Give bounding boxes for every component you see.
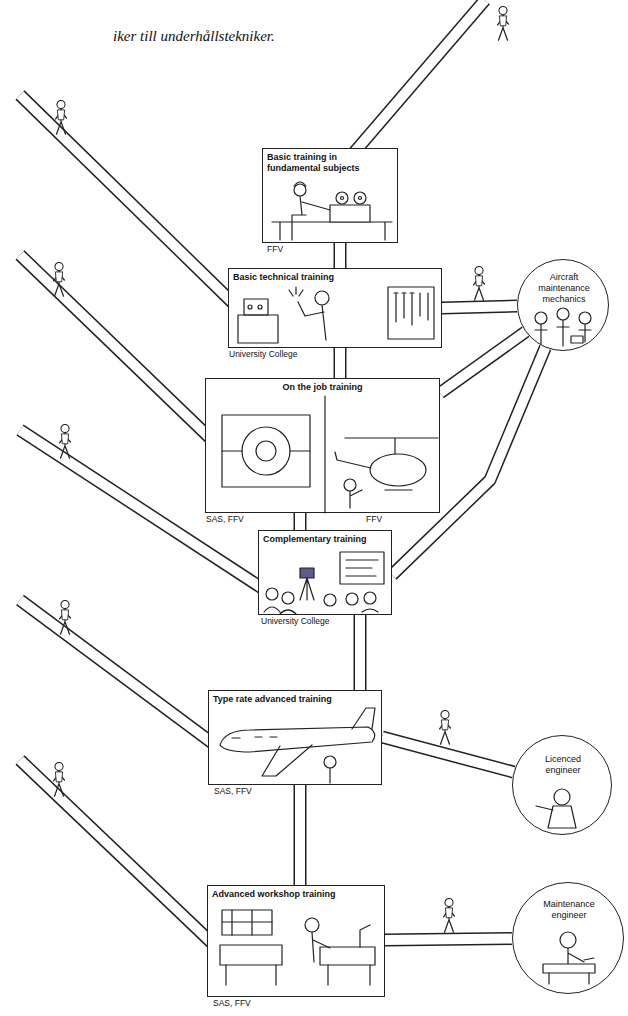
road-connector bbox=[340, 348, 341, 378]
engineer-figure bbox=[536, 789, 576, 828]
provider-label: University College bbox=[261, 616, 330, 626]
road-connector bbox=[300, 785, 301, 885]
provider-label: FFV bbox=[267, 244, 283, 254]
training-box: Type rate advanced trainingSAS, FFV bbox=[208, 690, 382, 785]
desk-engineer-figure bbox=[543, 932, 595, 984]
box-heading: Complementary training bbox=[263, 534, 387, 545]
role-label: Licenced engineer bbox=[528, 754, 598, 776]
road-line bbox=[295, 513, 305, 530]
outcome-circle: Licenced engineer bbox=[512, 735, 612, 835]
road-connector bbox=[382, 737, 514, 772]
airplane-scene bbox=[220, 708, 375, 783]
role-label: Maintenance engineer bbox=[529, 899, 609, 921]
road-line bbox=[440, 332, 526, 393]
training-box: On the job trainingSAS, FFVFFV bbox=[205, 378, 440, 513]
box-heading: Type rate advanced training bbox=[213, 694, 377, 705]
provider-label: SAS, FFV bbox=[206, 514, 244, 524]
provider-label: University College bbox=[229, 349, 298, 359]
classroom-scene bbox=[264, 552, 384, 614]
road-line bbox=[442, 306, 517, 308]
road-line bbox=[334, 243, 347, 268]
outcome-circle: Aircraft maintenance mechanics bbox=[517, 259, 609, 351]
box-heading: On the job training bbox=[210, 382, 435, 393]
road-line bbox=[440, 332, 526, 393]
engine-helicopter-scene bbox=[222, 396, 438, 513]
walking-figure bbox=[54, 6, 509, 932]
outcome-circle: Maintenance engineer bbox=[512, 882, 624, 994]
workshop-scene bbox=[238, 287, 434, 343]
road-line bbox=[385, 939, 512, 940]
road-connector bbox=[340, 243, 341, 268]
road-line bbox=[382, 737, 514, 772]
road-line bbox=[334, 348, 347, 378]
provider-label: FFV bbox=[366, 514, 382, 524]
training-box: Advanced workshop trainingSAS, FFV bbox=[207, 885, 385, 997]
road-line bbox=[335, 243, 345, 268]
road-line bbox=[354, 615, 367, 690]
road-line bbox=[335, 348, 345, 378]
box-heading: Basic training in fundamental subjects bbox=[267, 152, 393, 174]
box-heading: Advanced workshop training bbox=[212, 889, 380, 900]
road-connector bbox=[385, 939, 512, 940]
training-box: Basic training in fundamental subjectsFF… bbox=[262, 148, 398, 243]
road-line bbox=[294, 513, 307, 530]
workshop-bench-scene bbox=[220, 910, 375, 985]
road-connector bbox=[440, 332, 526, 393]
box-ground bbox=[205, 148, 624, 997]
provider-label: SAS, FFV bbox=[213, 998, 251, 1008]
road-connector bbox=[300, 513, 301, 530]
road-line bbox=[442, 306, 517, 308]
road-line bbox=[295, 785, 305, 885]
provider-label: SAS, FFV bbox=[214, 786, 252, 796]
road-connector bbox=[442, 306, 517, 308]
side-road bbox=[20, 0, 485, 945]
road-line bbox=[382, 737, 514, 772]
road-line bbox=[294, 785, 307, 885]
role-label: Aircraft maintenance mechanics bbox=[534, 272, 594, 305]
box-heading: Basic technical training bbox=[233, 272, 437, 283]
road-line bbox=[385, 939, 512, 940]
training-box: Basic technical trainingUniversity Colle… bbox=[228, 268, 442, 348]
training-box: Complementary trainingUniversity College bbox=[258, 530, 392, 615]
desk-scene bbox=[272, 182, 392, 240]
road-line bbox=[355, 615, 365, 690]
road-connector bbox=[360, 615, 361, 690]
caption-fragment: iker till underhållstekniker. bbox=[113, 28, 275, 45]
mechanics-figures bbox=[535, 308, 591, 346]
